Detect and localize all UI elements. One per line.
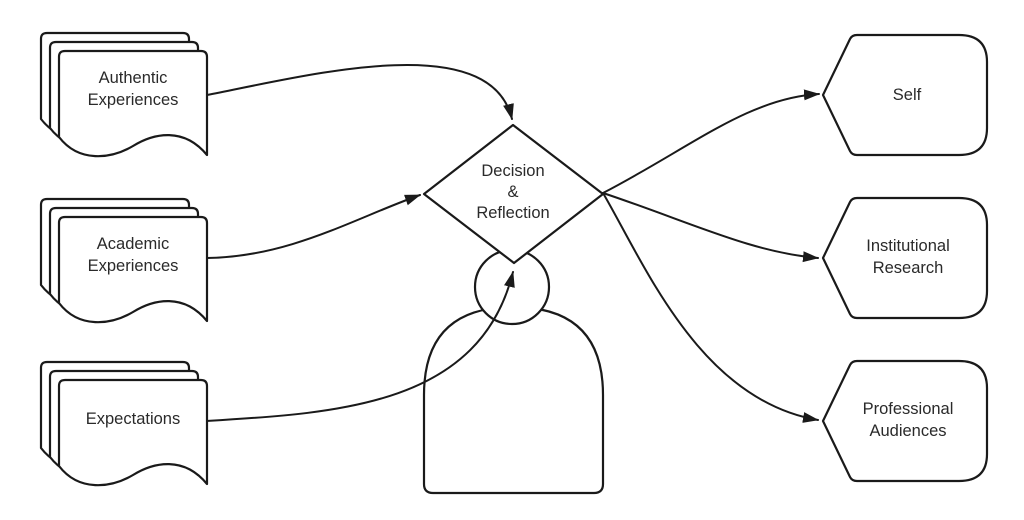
document-page-front bbox=[57, 378, 209, 487]
output-label-line2: Audiences bbox=[869, 422, 946, 440]
output-node-professional-audiences: Professional Audiences bbox=[821, 359, 989, 483]
arrow-decision-to-self bbox=[602, 89, 820, 194]
decision-label-line3: Reflection bbox=[476, 204, 549, 222]
hexagon-shape bbox=[821, 196, 989, 320]
doc-label-line2: Experiences bbox=[88, 257, 179, 275]
decision-label-line2: & bbox=[507, 183, 518, 201]
doc-stack-expectations: Expectations bbox=[39, 360, 209, 487]
doc-label-line1: Academic bbox=[97, 235, 169, 253]
arrow-authentic-to-decision bbox=[206, 63, 514, 120]
arrow-academic-to-decision bbox=[206, 194, 421, 259]
output-label-line1: Self bbox=[893, 86, 922, 104]
output-label-line1: Professional bbox=[863, 400, 954, 418]
diamond-shape bbox=[422, 123, 605, 265]
doc-label-line1: Authentic bbox=[99, 69, 168, 87]
hexagon-shape bbox=[821, 359, 989, 483]
person-figure bbox=[422, 248, 605, 495]
decision-node: Decision & Reflection bbox=[422, 123, 605, 265]
doc-stack-authentic-experiences: Authentic Experiences bbox=[39, 31, 209, 158]
person-body bbox=[422, 305, 605, 495]
arrow-decision-to-professional-audiences bbox=[602, 192, 819, 423]
arrow-decision-to-institutional-research bbox=[602, 192, 819, 263]
output-label-line1: Institutional bbox=[866, 237, 949, 255]
decision-label-line1: Decision bbox=[481, 162, 544, 180]
connectors bbox=[206, 63, 820, 423]
output-label-line2: Research bbox=[873, 259, 944, 277]
doc-stack-academic-experiences: Academic Experiences bbox=[39, 197, 209, 324]
arrow-expectations-to-decision bbox=[206, 271, 515, 422]
doc-label-line2: Experiences bbox=[88, 91, 179, 109]
output-node-self: Self bbox=[821, 33, 989, 157]
doc-label-line1: Expectations bbox=[86, 410, 180, 428]
output-node-institutional-research: Institutional Research bbox=[821, 196, 989, 320]
